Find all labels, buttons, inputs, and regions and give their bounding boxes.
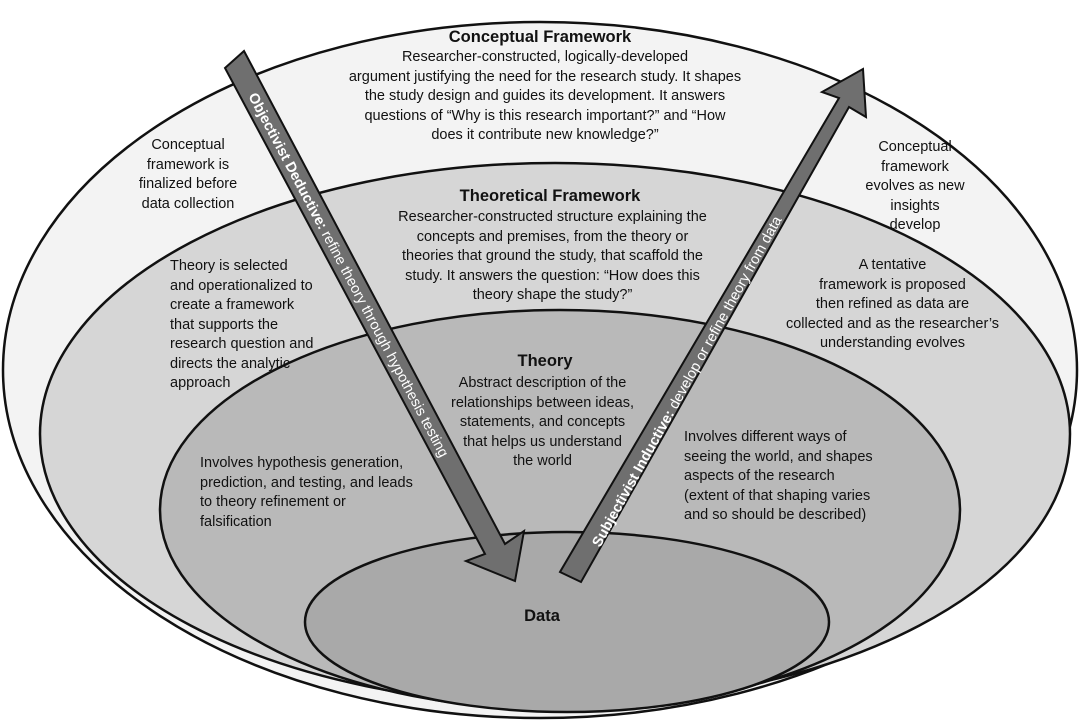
conceptual-framework-description: Researcher-constructed, logically-develo… xyxy=(348,49,742,143)
theoretical-framework-title: Theoretical Framework xyxy=(459,187,641,205)
conceptual-framework-left-note: Conceptual framework is finalized before… xyxy=(138,137,238,212)
data-label: Data xyxy=(524,607,560,625)
theory-description: Abstract description of the relationship… xyxy=(451,375,634,469)
theory-left-note: Involves hypothesis generation, predicti… xyxy=(200,455,413,530)
deductive-arrow-shape xyxy=(223,49,526,583)
theoretical-framework-left-note: Theory is selected and operationalized t… xyxy=(170,258,314,391)
conceptual-framework-right-note: Conceptual framework evolves as new insi… xyxy=(865,139,965,233)
data-ellipse xyxy=(303,530,831,714)
theory-right-note: Involves different ways of seeing the wo… xyxy=(684,429,873,523)
theoretical-framework-description: Researcher-constructed structure explain… xyxy=(398,209,707,303)
theory-title: Theory xyxy=(517,352,573,370)
conceptual-framework-title: Conceptual Framework xyxy=(448,28,632,46)
theoretical-framework-right-note: A tentative framework is proposed then r… xyxy=(785,257,1000,351)
inductive-arrow-shape xyxy=(558,67,868,584)
